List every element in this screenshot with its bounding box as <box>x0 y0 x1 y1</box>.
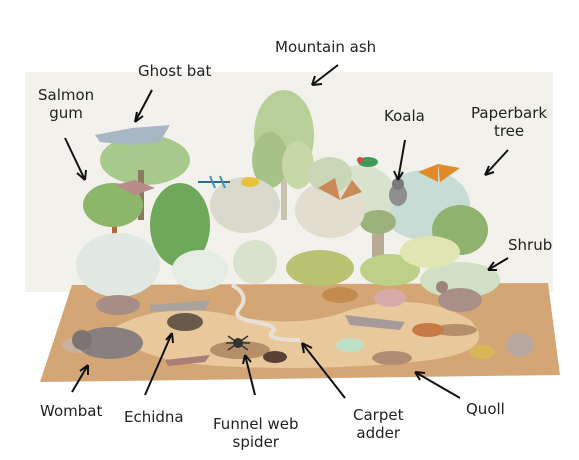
dingo <box>322 287 358 303</box>
frog <box>469 345 495 359</box>
kangaroo <box>436 281 482 312</box>
label-echidna: Echidna <box>124 408 184 426</box>
moth <box>318 178 362 200</box>
label-paperbark-tree: Paperbark tree <box>471 104 547 140</box>
wombat <box>72 327 143 359</box>
ground-shadow-2 <box>433 324 477 336</box>
salmon-gum-tree <box>83 183 143 240</box>
echidna <box>167 313 203 331</box>
lizard <box>150 300 210 312</box>
label-koala: Koala <box>384 107 425 125</box>
small-bird <box>241 177 259 187</box>
small-lizard <box>165 355 210 366</box>
label-shrub: Shrub <box>508 236 553 254</box>
koala <box>389 178 407 206</box>
label-funnel-line2: spider <box>232 433 279 451</box>
label-funnel-web-spider: Funnel web spider <box>213 415 299 451</box>
mountain-ash-tree <box>252 90 314 220</box>
label-salmon-gum: Salmon gum <box>38 86 94 122</box>
label-ghost-bat: Ghost bat <box>138 62 212 80</box>
goanna <box>345 315 405 330</box>
label-carpet-line1: Carpet <box>353 406 404 424</box>
butterfly <box>418 164 460 182</box>
dragonfly <box>198 175 230 189</box>
label-salmon-gum-line1: Salmon <box>38 86 95 104</box>
label-carpet-line2: adder <box>356 424 401 442</box>
funnel-web-spider <box>226 335 250 351</box>
ground-shadow-1 <box>210 341 270 359</box>
fox <box>412 323 444 337</box>
ghost-bat <box>95 125 170 145</box>
parrot <box>357 157 378 167</box>
bilby <box>374 289 406 307</box>
turtle <box>336 338 364 352</box>
label-mountain-ash: Mountain ash <box>275 38 377 56</box>
small-bat <box>115 180 155 195</box>
label-funnel-line1: Funnel web <box>213 415 299 433</box>
label-salmon-gum-line2: gum <box>49 104 83 122</box>
label-carpet-adder: Carpet adder <box>353 406 403 442</box>
label-wombat: Wombat <box>40 402 103 420</box>
label-paperbark-line1: Paperbark <box>471 104 548 122</box>
carpet-adder <box>230 283 301 342</box>
mole <box>263 351 287 363</box>
ghost-bat-tree <box>100 135 190 220</box>
green-shrub-tree <box>150 183 210 267</box>
label-arrows <box>64 64 509 399</box>
small-kangaroo <box>96 295 140 315</box>
label-quoll: Quoll <box>466 400 505 418</box>
ground-shadow-3 <box>506 333 534 357</box>
label-paperbark-line2: tree <box>493 122 525 140</box>
quoll <box>372 351 412 365</box>
